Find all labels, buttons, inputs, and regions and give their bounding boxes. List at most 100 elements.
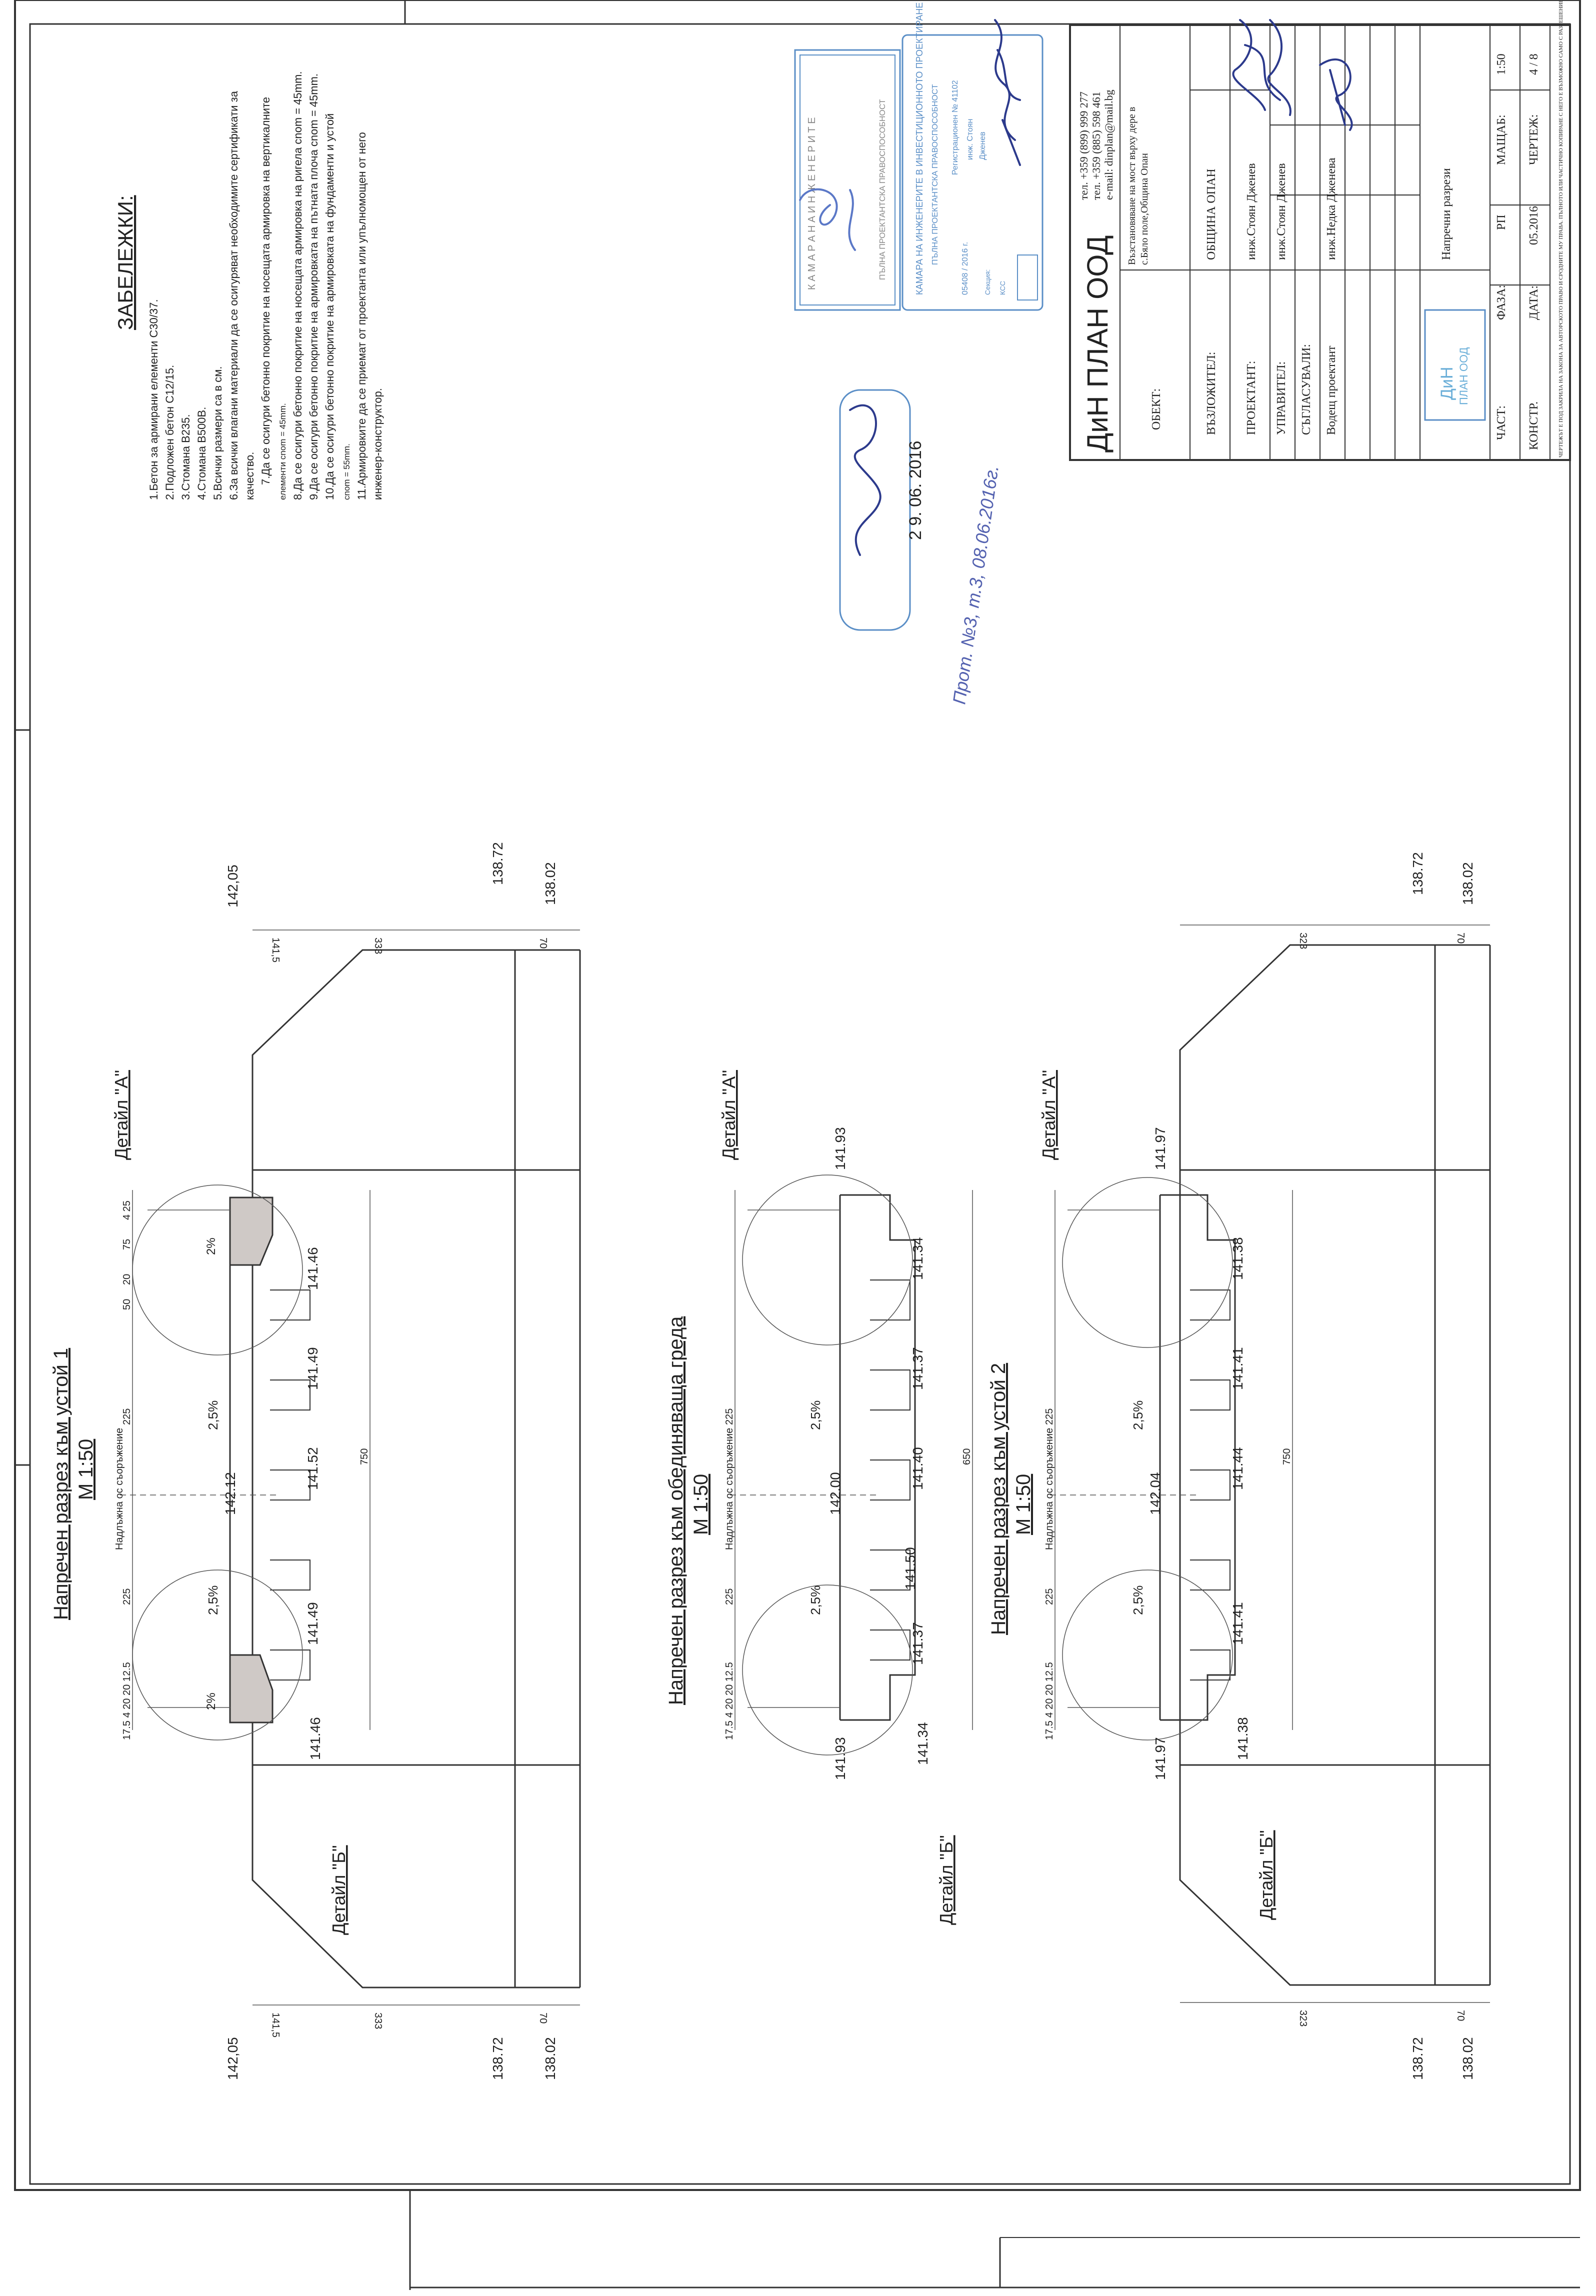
sheet-label: ЧЕРТЕЖ: bbox=[1528, 114, 1540, 165]
level-mark: 141.44 bbox=[1230, 1447, 1246, 1490]
slope-label: 2,5% bbox=[206, 1586, 220, 1615]
title-block: ДиН ПЛАН ООД тел. +359 (899) 999 277 тел… bbox=[1069, 0, 1571, 461]
note-item: 10.Да се осигури бетонно покритие на арм… bbox=[324, 114, 336, 500]
note-item: качество. bbox=[244, 452, 256, 500]
dim-label: 17.5 4 20 20 12.5 bbox=[724, 1662, 735, 1740]
detail-label: Детайл "Б" bbox=[936, 1835, 956, 1925]
level-mark: 141.49 bbox=[305, 1347, 320, 1390]
dim-label: 323 bbox=[1298, 932, 1308, 949]
dim-label: 225 bbox=[1044, 1408, 1055, 1425]
level-mark: 138.02 bbox=[542, 2037, 558, 2080]
level-mark: 141.38 bbox=[1235, 1717, 1250, 1760]
level-mark: 138.02 bbox=[542, 862, 558, 905]
note-item: 9.Да се осигури бетонно покритие на арми… bbox=[308, 74, 320, 500]
notes-block: ЗАБЕЛЕЖКИ: 1.Бетон за армирани елементи … bbox=[114, 72, 384, 500]
slope-label: 2,5% bbox=[1130, 1400, 1146, 1430]
note-item: cnom = 55mm. bbox=[342, 444, 352, 500]
dim-label: 333 bbox=[372, 938, 384, 954]
note-item: 8.Да се осигури бетонно покритие на носе… bbox=[292, 72, 304, 500]
level-mark: 138.02 bbox=[1460, 2037, 1476, 2080]
section-scale: М 1:50 bbox=[1012, 1474, 1034, 1535]
level-mark: 141.40 bbox=[910, 1447, 926, 1490]
axis-label: Надлъжна ос съоръжение bbox=[114, 1428, 125, 1550]
approval-stamp: 2 9. 06. 2016 Прот. №3, т.3, 08.06.2016г… bbox=[839, 389, 1002, 706]
level-mark: 141.46 bbox=[308, 1717, 323, 1760]
svg-text:ДиН: ДиН bbox=[1438, 366, 1456, 400]
dim-label: 75 bbox=[122, 1239, 132, 1250]
level-mark: 141.52 bbox=[305, 1447, 320, 1490]
level-mark: 141.49 bbox=[305, 1602, 320, 1645]
level-mark: 141.97 bbox=[1152, 1737, 1168, 1780]
signature bbox=[1232, 19, 1281, 111]
level-mark: 141.34 bbox=[915, 1722, 930, 1765]
svg-text:Дженев: Дженев bbox=[978, 132, 987, 160]
level-mark: 142.00 bbox=[828, 1472, 843, 1515]
copyright-footer: ЧЕРТЕЖЪТ Е ПОД ЗАКРИЛА НА ЗАКОНА ЗА АВТО… bbox=[1558, 0, 1564, 458]
dim-label: 333 bbox=[372, 2012, 384, 2029]
company-phone-1: тел. +359 (899) 999 277 bbox=[1078, 92, 1090, 200]
level-mark: 141.97 bbox=[1152, 1127, 1168, 1170]
part-label: ЧАСТ: bbox=[1495, 406, 1508, 440]
dim-label: 225 bbox=[1044, 1588, 1055, 1605]
note-item: 11.Армировките да се приемат от проектан… bbox=[356, 132, 368, 500]
slope-label: 2,5% bbox=[808, 1586, 823, 1615]
dim-label: 17.5 4 20 20 12.5 bbox=[122, 1662, 132, 1740]
level-mark: 141.50 bbox=[902, 1547, 918, 1590]
svg-text:КСС: КСС bbox=[998, 281, 1006, 295]
note-item: 2.Подложен бетон C12/15. bbox=[164, 365, 176, 500]
designer-label: ПРОЕКТАНТ: bbox=[1245, 361, 1258, 435]
dim-label: 70 bbox=[1455, 2010, 1466, 2021]
svg-text:ПЛАН ООД: ПЛАН ООД bbox=[1458, 347, 1470, 405]
object-value: Възстановяване на мост върху дере в bbox=[1126, 107, 1138, 265]
lead-value: инж.Недка Дженева bbox=[1325, 158, 1338, 260]
detail-label: Детайл "А" bbox=[111, 1070, 132, 1160]
engineering-chamber-stamp: К А М А Р А Н А И Н Ж Е Н Е Р И Т Е ПЪЛН… bbox=[794, 2, 1044, 311]
level-mark: 141.41 bbox=[1230, 1602, 1246, 1645]
level-mark: 141.37 bbox=[910, 1622, 926, 1665]
protocol-note: Прот. №3, т.3, 08.06.2016г. bbox=[948, 464, 1002, 706]
section-2: Напречен разрез към обединяваща греда М … bbox=[665, 1070, 973, 1925]
level-mark: 138.72 bbox=[1410, 852, 1426, 895]
signature bbox=[994, 19, 1021, 166]
dim-label: 4 25 bbox=[122, 1200, 132, 1220]
dim-label: 70 bbox=[538, 2012, 548, 2024]
signature bbox=[1319, 58, 1353, 131]
level-mark: 142.04 bbox=[1148, 1472, 1163, 1515]
signature bbox=[1267, 19, 1292, 116]
scale-label: МАЩАБ: bbox=[1495, 114, 1508, 165]
date-label: ДАТА: bbox=[1528, 286, 1540, 320]
dim-label: 225 bbox=[724, 1588, 735, 1605]
note-item: 7.Да се осигури бетонно покритие на носе… bbox=[260, 97, 272, 485]
slope-label: 2,5% bbox=[206, 1400, 220, 1430]
detail-label: Детайл "Б" bbox=[1256, 1830, 1276, 1920]
level-mark: 141.34 bbox=[910, 1237, 926, 1280]
detail-label: Детайл "Б" bbox=[328, 1845, 349, 1935]
dim-label: 70 bbox=[1455, 932, 1466, 944]
client-value: ОБЩИНА ОПАН bbox=[1205, 168, 1218, 260]
dim-label: 750 bbox=[359, 1448, 370, 1465]
company-name: ДиН ПЛАН ООД bbox=[1082, 236, 1114, 452]
designer-value: инж.Стоян Дженев bbox=[1245, 163, 1258, 260]
dim-label: 20 bbox=[122, 1274, 132, 1285]
client-label: ВЪЗЛОЖИТЕЛ: bbox=[1205, 352, 1218, 435]
svg-text:ПЪЛНА ПРОЕКТАНТСКА ПРАВОСПОСОБ: ПЪЛНА ПРОЕКТАНТСКА ПРАВОСПОСОБНОСТ bbox=[878, 99, 887, 280]
dim-label: 70 bbox=[538, 938, 548, 948]
cross-slope: 2% bbox=[204, 1238, 218, 1255]
svg-text:ПЪЛНА ПРОЕКТАНТСКА ПРАВОСПОСОБ: ПЪЛНА ПРОЕКТАНТСКА ПРАВОСПОСОБНОСТ bbox=[931, 84, 940, 265]
object-value-2: с.Бяло поле,Община Опан bbox=[1139, 153, 1150, 265]
svg-text:Секция:: Секция: bbox=[984, 270, 992, 295]
level-mark: 142,05 bbox=[225, 864, 240, 908]
dim-label: 225 bbox=[724, 1408, 735, 1425]
manager-value: инж.Стоян Дженев bbox=[1275, 163, 1288, 260]
dim-label: 225 bbox=[122, 1588, 132, 1605]
level-mark: 138.72 bbox=[490, 2037, 506, 2080]
agreed-label: СЪГЛАСУВАЛИ: bbox=[1300, 344, 1313, 435]
section-1: Напречен разрез към устой 1 М 1:50 Надлъ… bbox=[50, 842, 581, 2080]
level-mark: 141.37 bbox=[910, 1347, 926, 1390]
level-mark: 141.38 bbox=[1230, 1237, 1246, 1280]
note-item: 3.Стомана B235. bbox=[180, 414, 192, 500]
slope-label: 2,5% bbox=[808, 1400, 823, 1430]
section-title: Напречен разрез към устой 2 bbox=[988, 1363, 1010, 1635]
object-label: ОБЕКТ: bbox=[1150, 388, 1163, 430]
level-mark: 142.12 bbox=[222, 1472, 238, 1515]
